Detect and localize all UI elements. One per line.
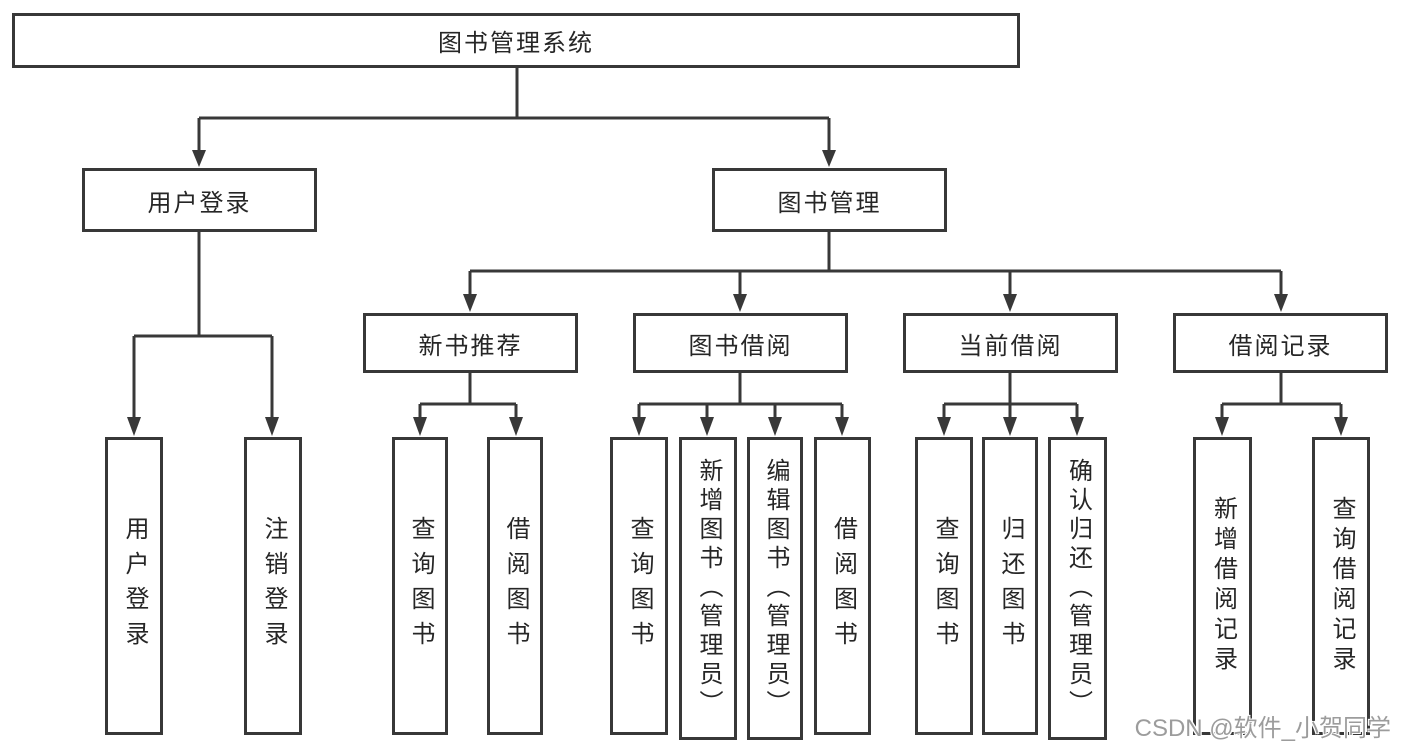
node-label: 查询图书 — [407, 516, 434, 656]
node-label: 图书借阅 — [688, 332, 793, 360]
node-label: 图书管理 — [777, 189, 882, 217]
csdn-watermark: CSDN @软件_小贺同学 — [1134, 715, 1391, 742]
node-label: 借阅记录 — [1228, 332, 1333, 360]
leaf-user-login: 用户登录 — [105, 437, 163, 735]
node-label: 确认归还（管理员） — [1064, 458, 1092, 719]
node-label: 用户登录 — [121, 516, 148, 656]
leaf-edit-book-admin: 编辑图书（管理员） — [747, 437, 803, 740]
node-user-login: 用户登录 — [82, 168, 317, 232]
node-label: 用户登录 — [147, 189, 252, 217]
leaf-return-book: 归还图书 — [982, 437, 1038, 735]
leaf-add-borrow-record: 新增借阅记录 — [1193, 437, 1252, 735]
node-root-library-system: 图书管理系统 — [12, 13, 1020, 68]
node-borrow-records: 借阅记录 — [1173, 313, 1388, 373]
leaf-confirm-return-admin: 确认归还（管理员） — [1048, 437, 1107, 740]
node-label: 当前借阅 — [958, 332, 1063, 360]
node-label: 查询图书 — [931, 516, 958, 656]
node-new-book-recommend: 新书推荐 — [363, 313, 578, 373]
node-label: 借阅图书 — [502, 516, 529, 656]
node-label: 查询借阅记录 — [1328, 496, 1355, 676]
node-label: 新书推荐 — [418, 332, 523, 360]
leaf-borrow-books: 借阅图书 — [814, 437, 871, 735]
node-label: 查询图书 — [626, 516, 653, 656]
leaf-query-books-recommend: 查询图书 — [392, 437, 448, 735]
leaf-query-borrow-record: 查询借阅记录 — [1312, 437, 1370, 735]
node-label: 新增图书（管理员） — [695, 458, 722, 719]
leaf-query-books-borrow: 查询图书 — [610, 437, 668, 735]
node-label: 编辑图书（管理员） — [762, 458, 789, 719]
leaf-query-books-current: 查询图书 — [915, 437, 973, 735]
node-current-borrow: 当前借阅 — [903, 313, 1118, 373]
node-label: 归还图书 — [997, 516, 1024, 656]
node-label: 注销登录 — [260, 516, 287, 656]
leaf-borrow-books-recommend: 借阅图书 — [487, 437, 543, 735]
node-label: 新增借阅记录 — [1209, 496, 1237, 676]
node-book-management: 图书管理 — [712, 168, 947, 232]
node-book-borrow: 图书借阅 — [633, 313, 848, 373]
leaf-logout: 注销登录 — [244, 437, 302, 735]
leaf-add-book-admin: 新增图书（管理员） — [679, 437, 737, 740]
node-label: 借阅图书 — [829, 516, 857, 656]
node-label: 图书管理系统 — [438, 30, 594, 57]
